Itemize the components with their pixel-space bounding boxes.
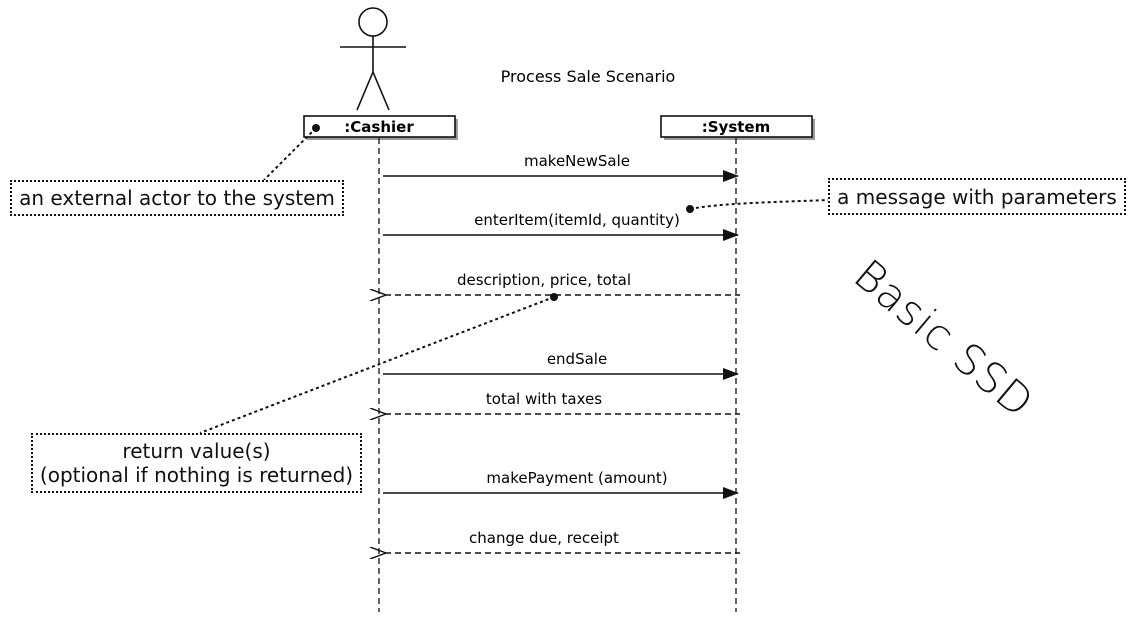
message-label: endSale — [547, 350, 607, 368]
lifeline-system-label: :System — [702, 118, 770, 136]
note-connector-return — [199, 293, 558, 434]
message-end-sale: endSale — [383, 350, 739, 380]
message-enter-item: enterItem(itemId, quantity) — [383, 211, 739, 241]
message-make-payment: makePayment (amount) — [383, 469, 739, 499]
message-label: makeNewSale — [524, 152, 630, 170]
message-label: change due, receipt — [469, 529, 619, 547]
note-connector-parameters — [686, 199, 829, 213]
message-total-with-taxes: total with taxes — [385, 390, 740, 414]
note-connector-actor — [263, 124, 320, 181]
note-line: an external actor to the system — [19, 186, 335, 210]
message-label: makePayment (amount) — [486, 469, 667, 487]
note-line: return value(s) — [122, 439, 271, 463]
lifeline-system: :System — [660, 115, 815, 612]
message-description-price-total: description, price, total — [385, 271, 740, 295]
note-line: (optional if nothing is returned) — [39, 463, 354, 487]
message-label: total with taxes — [486, 390, 602, 408]
message-label: description, price, total — [457, 271, 631, 289]
note-external-actor: an external actor to the system — [10, 180, 344, 216]
note-return-values: return value(s) (optional if nothing is … — [31, 433, 362, 493]
note-line: a message with parameters — [837, 184, 1117, 209]
lifeline-cashier: :Cashier — [303, 115, 458, 612]
diagram-title: Process Sale Scenario — [501, 67, 676, 86]
message-label: enterItem(itemId, quantity) — [474, 211, 680, 229]
actor-icon — [340, 7, 406, 111]
message-make-new-sale: makeNewSale — [383, 152, 739, 182]
lifeline-cashier-label: :Cashier — [344, 118, 414, 136]
message-change-due-receipt: change due, receipt — [385, 529, 740, 553]
note-message-parameters: a message with parameters — [828, 178, 1126, 215]
